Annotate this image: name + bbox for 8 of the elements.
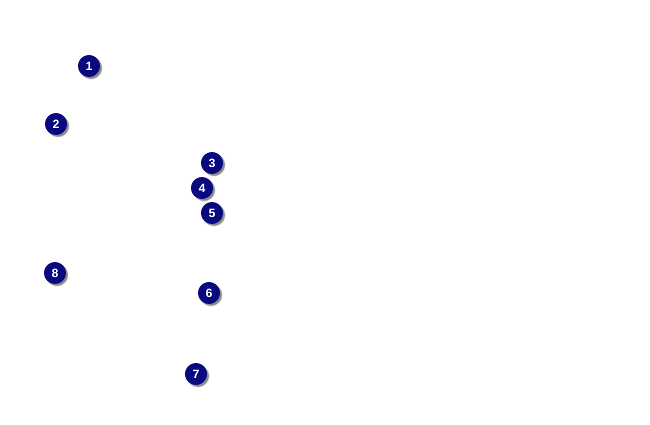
callout-number: 5 bbox=[201, 202, 223, 224]
callout-number: 3 bbox=[201, 152, 223, 174]
callout-number: 7 bbox=[185, 363, 207, 385]
callout-number: 4 bbox=[191, 177, 213, 199]
callout-number: 6 bbox=[198, 282, 220, 304]
callout-number: 2 bbox=[45, 113, 67, 135]
callout-number: 8 bbox=[44, 262, 66, 284]
callout-number: 1 bbox=[78, 55, 100, 77]
